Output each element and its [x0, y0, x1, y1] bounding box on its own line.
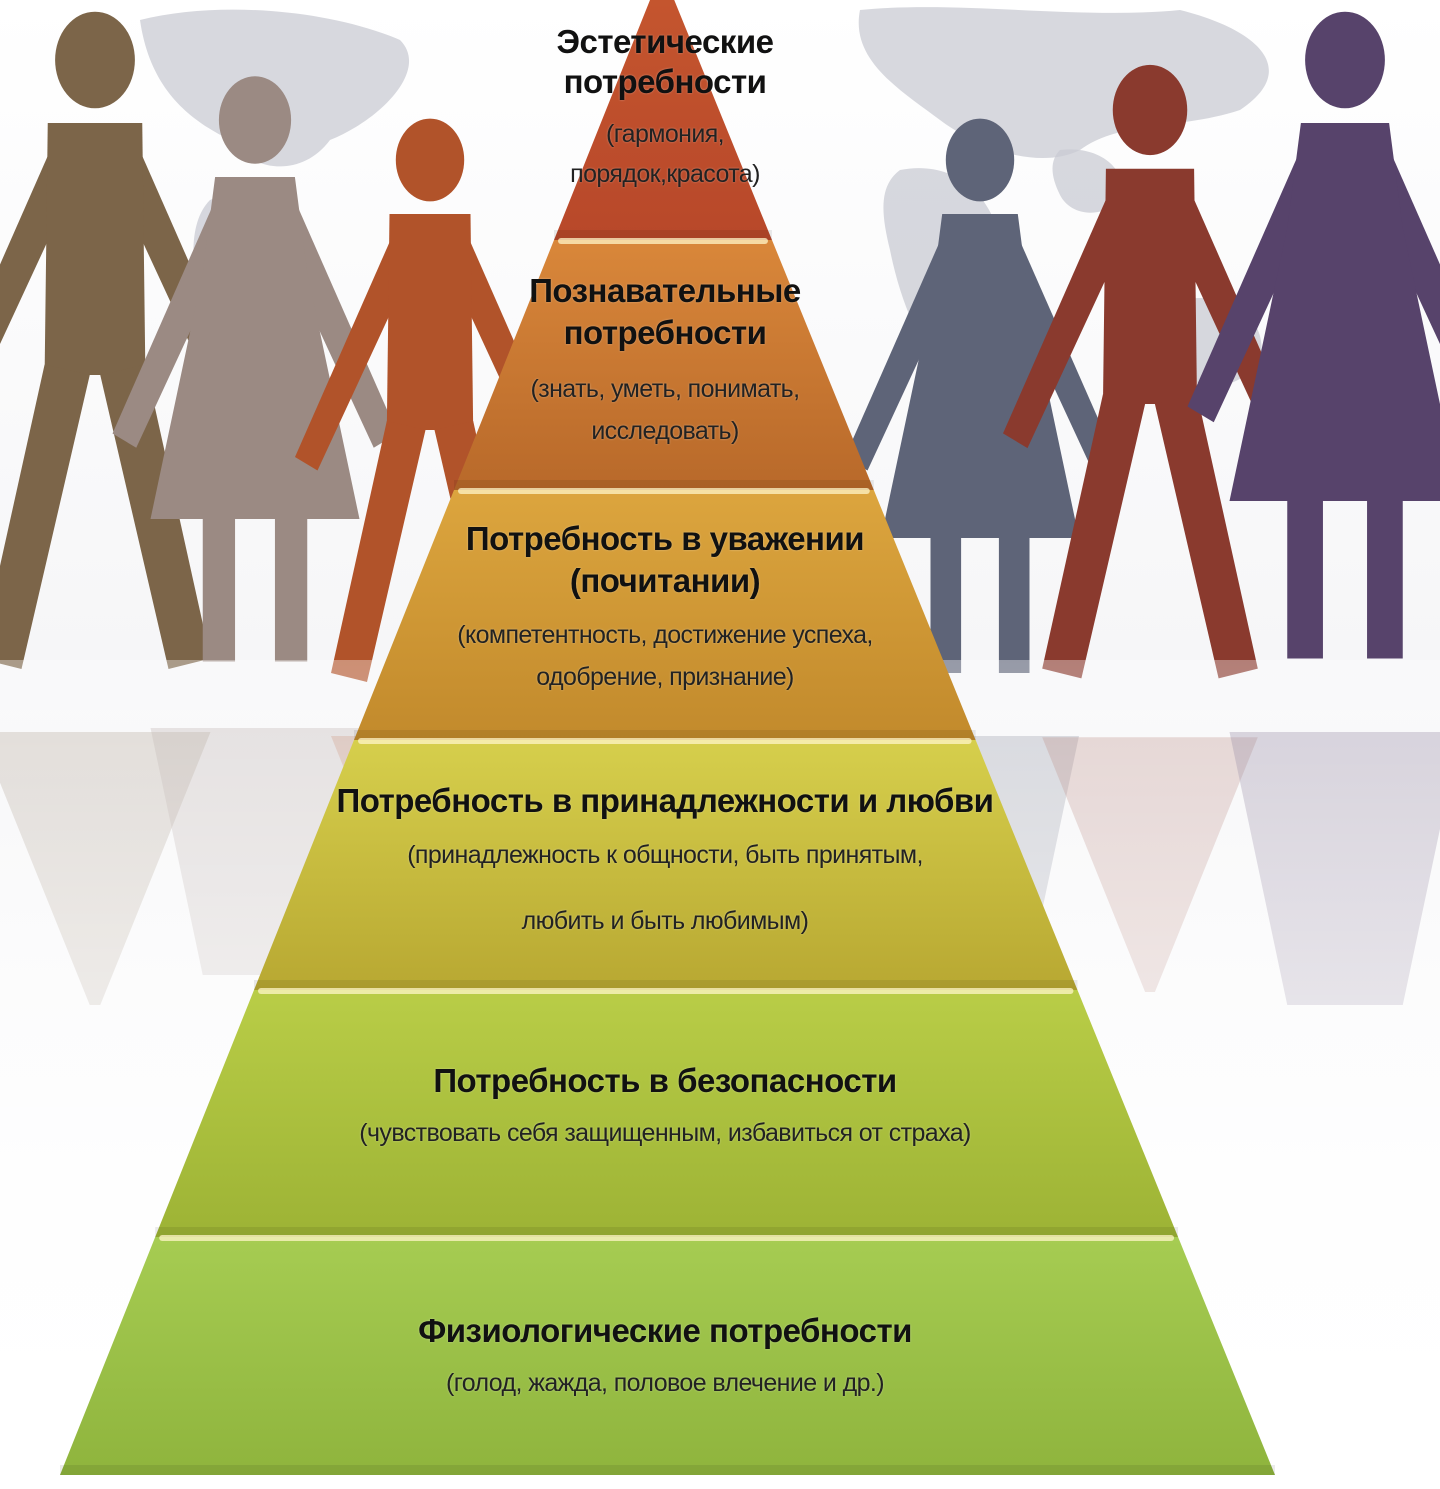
level-belonging-title: Потребность в принадлежности и любви	[336, 782, 994, 819]
level-cognitive-desc-line2: исследовать)	[591, 417, 739, 445]
pyramid-tier	[60, 1237, 1275, 1475]
pyramid-tier	[254, 740, 1078, 990]
level-safety: Потребность в безопасности (чувствовать …	[260, 1060, 1070, 1154]
level-cognitive-title-line1: Познавательные	[529, 272, 801, 309]
tier-bevel	[258, 988, 1074, 994]
level-esteem-desc-line2: одобрение, признание)	[536, 663, 794, 691]
tier-shadow	[60, 1465, 1275, 1475]
level-safety-desc: (чувствовать себя защищенным, избавиться…	[359, 1119, 971, 1147]
map-continent	[1052, 149, 1122, 213]
tier-bevel	[458, 488, 870, 494]
pyramid-tier	[155, 990, 1179, 1237]
tier-shadow	[155, 1227, 1179, 1237]
tier-shadow	[254, 980, 1078, 990]
level-esteem-title-line1: Потребность в уважении	[465, 520, 865, 557]
level-belonging-desc-line2: любить и быть любимым)	[521, 907, 809, 935]
pyramid-tier	[554, 0, 772, 240]
tier-shadow	[354, 730, 976, 740]
level-aesthetic-title-line2: потребности	[563, 63, 767, 100]
level-esteem-title-line2: (почитании)	[569, 562, 761, 599]
level-physiological-desc: (голод, жажда, половое влечение и др.)	[446, 1369, 885, 1397]
map-continent	[858, 7, 1269, 159]
level-belonging: Потребность в принадлежности и любви (пр…	[330, 780, 1000, 954]
level-cognitive-desc-line1: (знать, уметь, понимать,	[530, 375, 801, 403]
tier-bevel	[358, 738, 972, 744]
level-safety-title: Потребность в безопасности	[433, 1062, 897, 1099]
pyramid-tier	[454, 240, 874, 490]
level-aesthetic-title-line1: Эстетические	[556, 23, 774, 60]
pyramid-tier	[354, 490, 976, 740]
level-cognitive: Познавательные потребности (знать, уметь,…	[460, 270, 870, 452]
tier-bevel	[159, 1235, 1175, 1241]
level-cognitive-title-line2: потребности	[563, 314, 767, 351]
level-physiological-title: Физиологические потребности	[418, 1312, 912, 1349]
level-esteem-desc-line1: (компетентность, достижение успеха,	[457, 621, 873, 649]
level-esteem: Потребность в уважении (почитании) (компе…	[390, 518, 940, 698]
level-aesthetic-desc-line1: (гармония,	[605, 120, 725, 148]
level-belonging-desc-line1: (принадлежность к общности, быть приняты…	[407, 841, 923, 869]
pyramid	[60, 0, 1275, 1475]
tier-shadow	[554, 230, 772, 240]
level-physiological: Физиологические потребности (голод, жажд…	[200, 1310, 1130, 1404]
tier-bevel	[558, 238, 768, 244]
tier-shadow	[454, 480, 874, 490]
level-aesthetic-desc-line2: порядок,красота)	[570, 160, 760, 188]
